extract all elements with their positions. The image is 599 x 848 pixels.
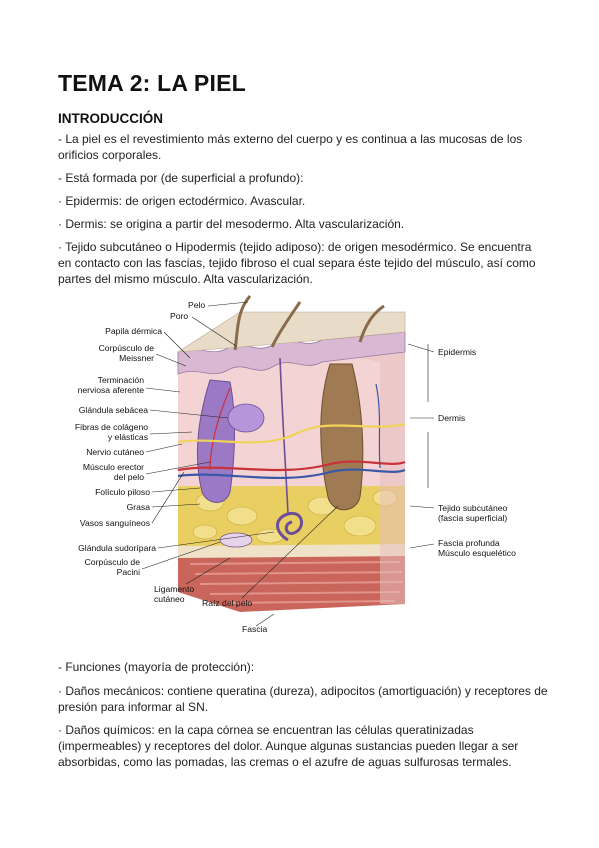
section-heading: INTRODUCCIÓN <box>58 111 163 126</box>
label-ligamento-2: cutáneo <box>154 594 185 604</box>
label-sebacea: Glándula sebácea <box>79 405 148 415</box>
label-fascia: Fascia <box>242 624 268 634</box>
skin-diagram: Pelo Poro Papila dérmica Corpúsculo de M… <box>75 295 516 634</box>
label-pacini-2: Pacini <box>117 567 140 577</box>
label-epidermis: Epidermis <box>438 347 476 357</box>
label-subcutaneo-2: (fascia superficial) <box>438 513 507 523</box>
label-fascia-profunda: Fascia profunda <box>438 538 500 548</box>
paragraph-dermis: · Dermis: se origina a partir del mesode… <box>58 217 405 231</box>
label-terminacion-1: Terminación <box>98 375 145 385</box>
paragraph-mechanical-damage: · Daños mecánicos: contiene queratina (d… <box>58 684 548 714</box>
pacinian-corpuscle <box>219 532 253 548</box>
paragraph-epidermis: · Epidermis: de origen ectodérmico. Avas… <box>58 194 306 208</box>
paragraph-layers-intro: - Está formada por (de superficial a pro… <box>58 171 304 185</box>
label-meissner-2: Meissner <box>119 353 154 363</box>
label-ligamento-1: Ligamento <box>154 584 194 594</box>
label-sudoripara: Glándula sudorípara <box>78 543 156 553</box>
label-foliculo: Folículo piloso <box>95 487 150 497</box>
page-title: TEMA 2: LA PIEL <box>58 70 246 96</box>
blood-vessel <box>177 460 406 472</box>
label-papila: Papila dérmica <box>105 326 162 336</box>
label-pacini-1: Corpúsculo de <box>85 557 141 567</box>
paragraph-hipodermis: · Tejido subcutáneo o Hipodermis (tejido… <box>58 240 536 286</box>
label-pelo: Pelo <box>188 300 205 310</box>
label-fibras-1: Fibras de colágeno <box>75 422 148 432</box>
sweat-gland <box>276 511 304 542</box>
label-musculo: Músculo esquelético <box>438 548 516 558</box>
hair-root <box>320 363 364 511</box>
label-erector-2: del pelo <box>114 472 144 482</box>
sebaceous-gland <box>227 403 265 433</box>
paragraph-functions-intro: - Funciones (mayoría de protección): <box>58 660 255 674</box>
label-nervio: Nervio cutáneo <box>86 447 144 457</box>
label-poro: Poro <box>170 311 188 321</box>
paragraph-chemical-damage: · Daños químicos: en la capa córnea se e… <box>58 723 519 769</box>
label-subcutaneo-1: Tejido subcutáneo <box>438 503 507 513</box>
label-raiz: Raíz del pelo <box>202 598 252 608</box>
paragraph-definition: - La piel es el revestimiento más extern… <box>58 132 523 162</box>
label-terminacion-2: nerviosa aferente <box>78 385 145 395</box>
label-meissner-1: Corpúsculo de <box>99 343 155 353</box>
label-dermis: Dermis <box>438 413 465 423</box>
label-vasos: Vasos sanguíneos <box>80 518 150 528</box>
label-erector-1: Músculo erector <box>83 462 144 472</box>
cutaneous-nerve <box>177 422 406 444</box>
label-grasa: Grasa <box>127 502 151 512</box>
label-fibras-2: y elásticas <box>108 432 148 442</box>
